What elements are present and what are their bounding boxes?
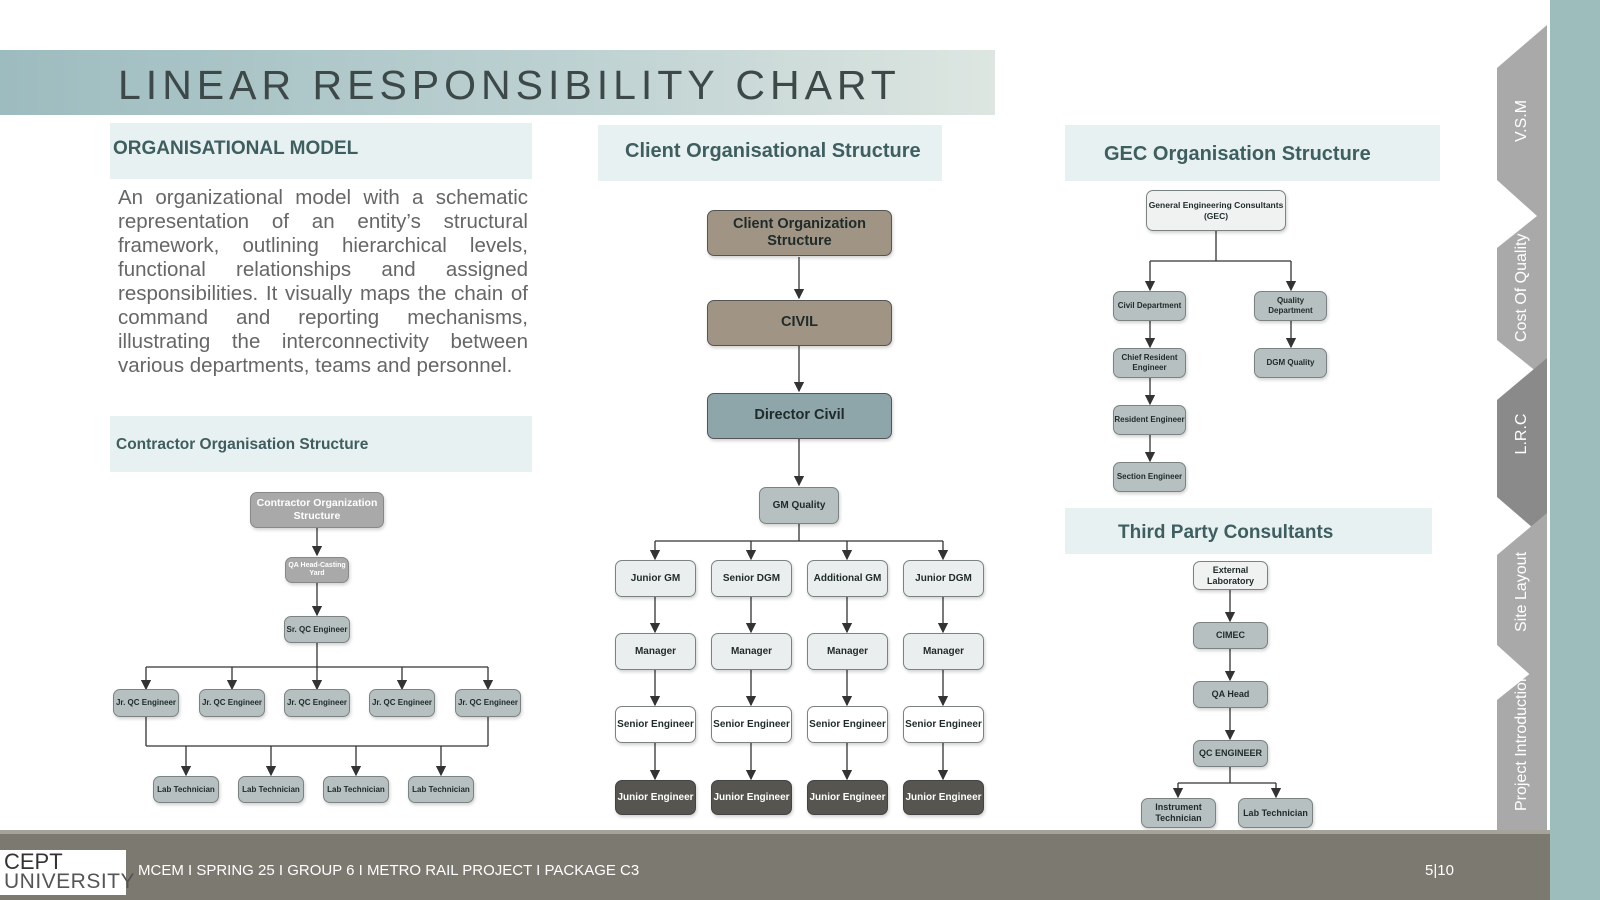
organisational-model-text: An organizational model with a schematic… [118, 186, 528, 377]
junior-engineer-node-3: Junior Engineer [807, 780, 888, 815]
additional-gm-node: Additional GM [807, 560, 888, 597]
tab-cost-of-quality[interactable]: Cost Of Quality [1513, 233, 1530, 342]
section-engineer-node: Section Engineer [1113, 462, 1186, 492]
contractor-root-node: Contractor Organization Structure [250, 492, 384, 528]
manager-node-4: Manager [903, 633, 984, 670]
senior-engineer-node-2: Senior Engineer [711, 706, 792, 743]
manager-node-2: Manager [711, 633, 792, 670]
manager-node-3: Manager [807, 633, 888, 670]
page-title: LINEAR RESPONSIBILITY CHART [118, 62, 901, 108]
third-party-header [1065, 508, 1432, 554]
senior-engineer-node-1: Senior Engineer [615, 706, 696, 743]
contractor-heading: Contractor Organisation Structure [116, 436, 369, 453]
resident-engineer-node: Resident Engineer [1113, 405, 1186, 435]
dgm-quality-node: DGM Quality [1254, 348, 1327, 378]
qa-head-casting-yard-node: QA Head-Casting Yard [285, 557, 349, 583]
client-root-node: Client Organization Structure [707, 210, 892, 256]
footer-divider [0, 830, 1550, 834]
chief-resident-engineer-node: Chief Resident Engineer [1113, 348, 1186, 378]
organisational-model-heading: ORGANISATIONAL MODEL [113, 138, 359, 159]
tab-site-layout[interactable]: Site Layout [1513, 551, 1530, 633]
junior-engineer-node-1: Junior Engineer [615, 780, 696, 815]
tab-vsm[interactable]: V.S.M [1513, 99, 1530, 143]
quality-department-node: Quality Department [1254, 291, 1327, 321]
qa-head-node: QA Head [1193, 681, 1268, 708]
jr-qc-engineer-node-5: Jr. QC Engineer [455, 689, 521, 717]
right-side-strip [1550, 0, 1600, 900]
footer-text: MCEM I SPRING 25 I GROUP 6 I METRO RAIL … [138, 862, 640, 879]
external-laboratory-node: External Laboratory [1193, 561, 1268, 590]
logo-text-cept: CEPT [4, 849, 63, 874]
gec-header [1065, 125, 1440, 181]
title-bar [0, 50, 995, 115]
senior-engineer-node-4: Senior Engineer [903, 706, 984, 743]
director-civil-node: Director Civil [707, 393, 892, 439]
third-party-heading: Third Party Consultants [1118, 522, 1334, 543]
client-header [598, 125, 942, 181]
jr-qc-engineer-node-2: Jr. QC Engineer [199, 689, 265, 717]
civil-department-node: Civil Department [1113, 291, 1186, 321]
jr-qc-engineer-node-3: Jr. QC Engineer [284, 689, 350, 717]
client-heading: Client Organisational Structure [625, 140, 921, 162]
cept-logo [0, 850, 126, 895]
organisational-model-header [110, 123, 532, 179]
junior-dgm-node: Junior DGM [903, 560, 984, 597]
lab-technician-node-3: Lab Technician [323, 776, 389, 803]
senior-dgm-node: Senior DGM [711, 560, 792, 597]
gm-quality-node: GM Quality [759, 487, 839, 524]
lab-technician-node-4: Lab Technician [408, 776, 474, 803]
lab-technician-node-1: Lab Technician [153, 776, 219, 803]
footer-bar [0, 830, 1550, 900]
logo-text-university: UNIVERSITY [4, 870, 136, 893]
senior-engineer-node-3: Senior Engineer [807, 706, 888, 743]
instrument-technician-node: Instrument Technician [1141, 798, 1216, 828]
manager-node-1: Manager [615, 633, 696, 670]
gec-heading: GEC Organisation Structure [1104, 143, 1371, 165]
tab-project-introduction[interactable]: Project Introduction [1513, 673, 1530, 811]
cimec-node: CIMEC [1193, 622, 1268, 649]
page-number: 5|10 [1425, 862, 1454, 879]
junior-engineer-node-4: Junior Engineer [903, 780, 984, 815]
lab-technician-node-2: Lab Technician [238, 776, 304, 803]
gec-root-node: General Engineering Consultants (GEC) [1146, 190, 1286, 231]
sr-qc-engineer-node: Sr. QC Engineer [284, 616, 350, 643]
lab-technician-node-third-party: Lab Technician [1238, 798, 1313, 828]
junior-engineer-node-2: Junior Engineer [711, 780, 792, 815]
civil-node: CIVIL [707, 300, 892, 346]
tab-lrc[interactable]: L.R.C [1513, 413, 1530, 455]
qc-engineer-node: QC ENGINEER [1193, 740, 1268, 767]
jr-qc-engineer-node-1: Jr. QC Engineer [113, 689, 179, 717]
contractor-header [110, 416, 532, 472]
jr-qc-engineer-node-4: Jr. QC Engineer [369, 689, 435, 717]
junior-gm-node: Junior GM [615, 560, 696, 597]
